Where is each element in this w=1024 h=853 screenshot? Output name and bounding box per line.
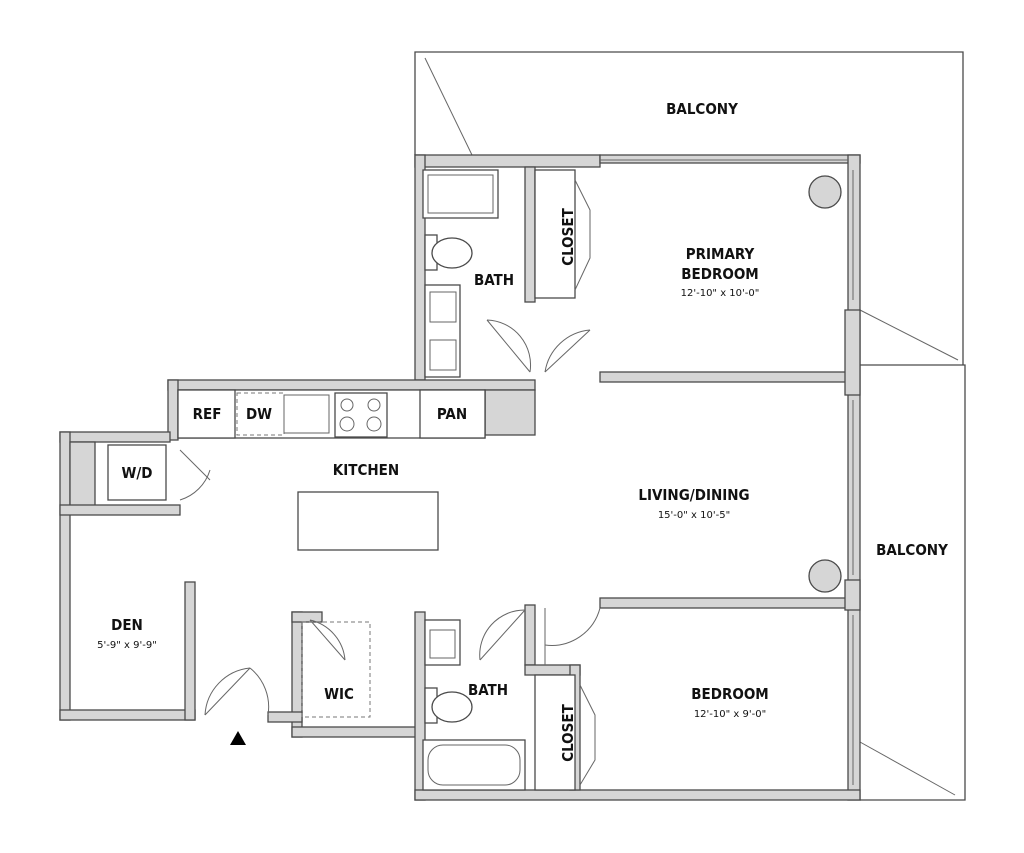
- den-dimensions: 5'-9" x 9'-9": [97, 640, 157, 651]
- den-label: DEN: [111, 616, 143, 634]
- living-dining-dimensions: 15'-0" x 10'-5": [658, 510, 730, 521]
- bedroom-dimensions: 12'-10" x 9'-0": [694, 709, 766, 720]
- closet-bottom-label: CLOSET: [559, 703, 577, 761]
- kitchen-counter: [177, 389, 486, 439]
- washer-dryer: [107, 444, 167, 501]
- windows: [600, 159, 854, 785]
- kitchen-island: [297, 491, 439, 551]
- kitchen-label: KITCHEN: [333, 461, 399, 479]
- bath-bottom-fixtures: [422, 619, 526, 791]
- wic-label: WIC: [324, 685, 354, 703]
- doors[interactable]: [179, 319, 601, 716]
- entry-arrow-icon: [230, 731, 246, 745]
- balcony-right-label: BALCONY: [876, 541, 948, 559]
- walls: [59, 154, 861, 801]
- ref-label: REF: [193, 405, 222, 423]
- column: [808, 559, 842, 593]
- column: [808, 175, 842, 209]
- balcony-top-outline: [414, 51, 964, 365]
- bath-bottom-label: BATH: [468, 681, 508, 699]
- closet-top-label: CLOSET: [559, 207, 577, 265]
- balcony-right-outline: [859, 364, 966, 801]
- closet-top: [534, 169, 591, 299]
- wd-label: W/D: [121, 464, 152, 482]
- primary-bedroom-dimensions: 12'-10" x 10'-0": [681, 288, 760, 299]
- bedroom-label: BEDROOM: [691, 685, 768, 703]
- closet-bottom: [534, 674, 596, 791]
- primary-bedroom-label: PRIMARY: [686, 245, 755, 263]
- primary-bedroom-label: BEDROOM: [681, 265, 758, 283]
- living-dining-label: LIVING/DINING: [638, 486, 749, 504]
- dw-label: DW: [246, 405, 272, 423]
- balcony-top-label: BALCONY: [666, 100, 738, 118]
- pan-label: PAN: [437, 405, 467, 423]
- bath-top-fixtures: [422, 169, 499, 378]
- wic-shelving: [301, 621, 371, 718]
- bath-top-label: BATH: [474, 271, 514, 289]
